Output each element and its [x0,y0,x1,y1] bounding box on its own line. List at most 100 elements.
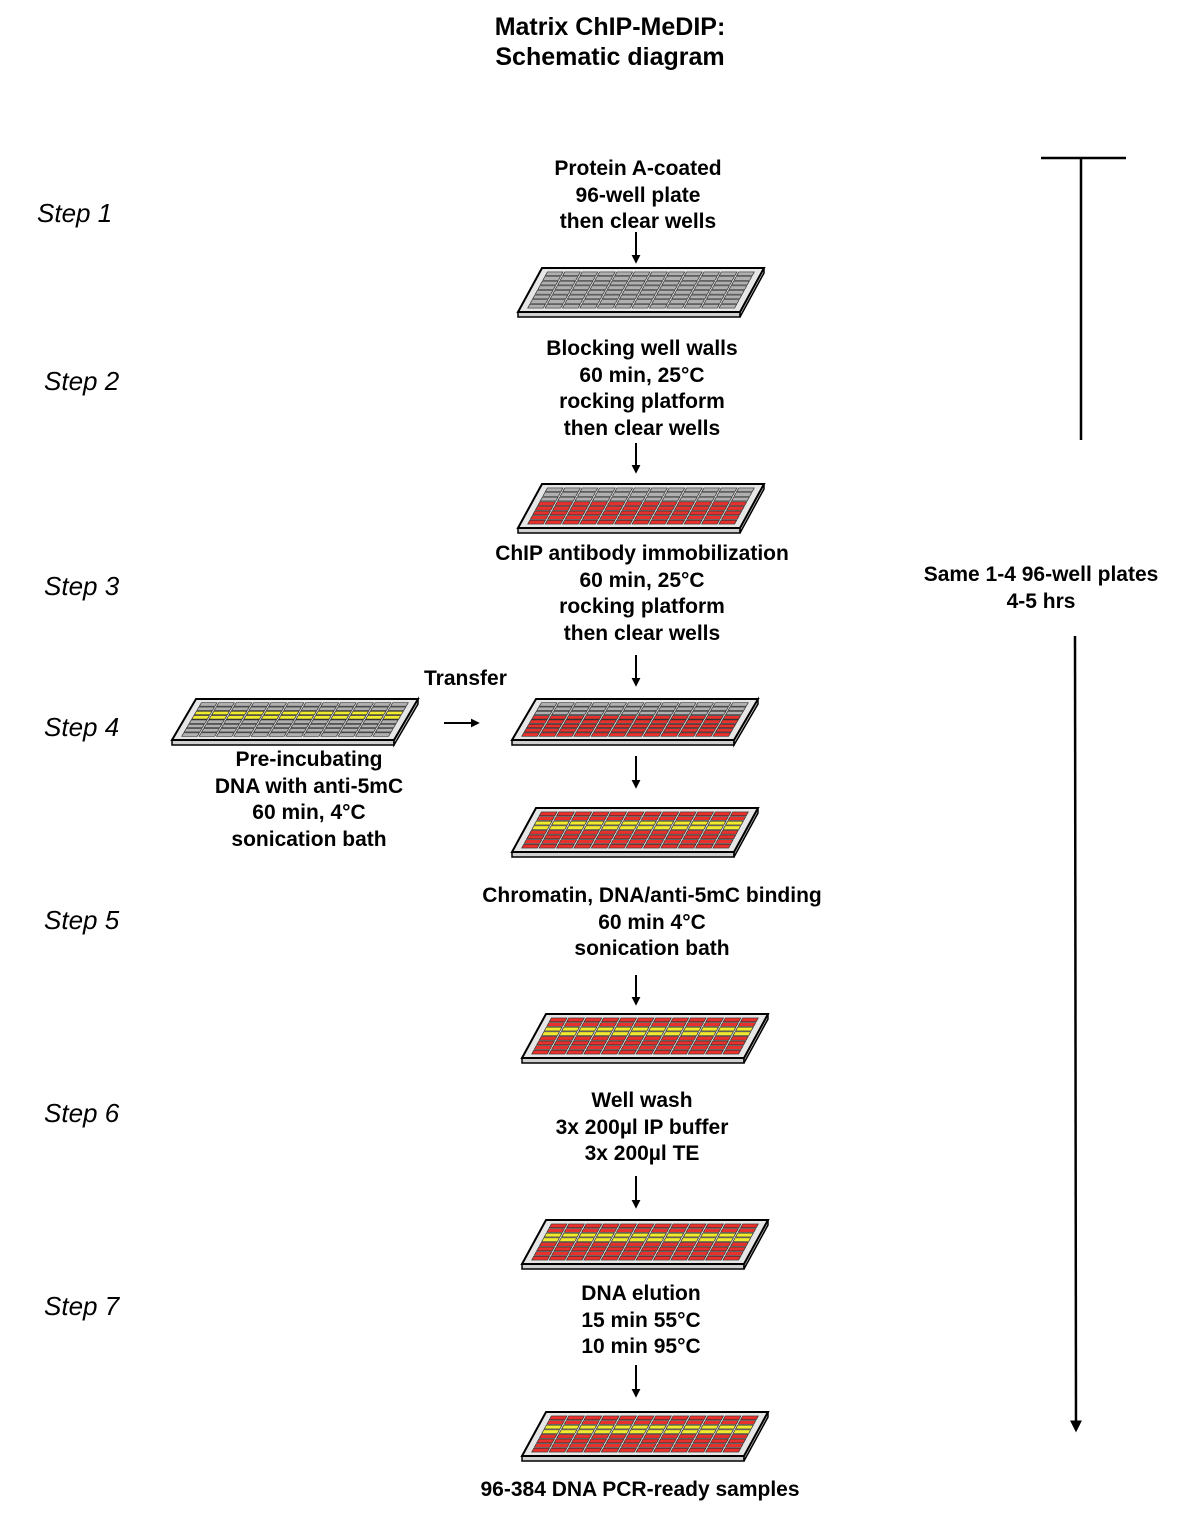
well [690,710,710,716]
well [635,1017,655,1023]
well [526,834,545,840]
well [568,710,588,716]
well [377,723,397,729]
well [538,702,558,707]
well [600,1255,620,1261]
well [526,723,546,729]
well [660,1242,680,1247]
well [713,280,733,286]
well [608,1036,628,1041]
well [548,1223,568,1229]
well [618,825,637,830]
well [732,1429,752,1434]
well [700,1026,720,1032]
well [710,1246,729,1252]
well [717,1424,737,1430]
well [652,825,672,830]
well [691,290,711,295]
well [661,280,681,286]
well [692,1040,712,1046]
final-output-label: 96-384 DNA PCR-ready samples [480,1478,800,1501]
well [696,496,716,502]
well [609,496,629,502]
well [692,1246,712,1252]
well [529,515,549,520]
well [325,723,345,729]
well [650,830,670,835]
well [233,732,253,737]
well [578,1026,598,1032]
well [578,1424,598,1430]
well [599,515,619,520]
well [663,276,683,281]
well [662,728,682,733]
well [698,276,718,281]
well [695,1242,715,1247]
well [332,710,352,716]
well [553,1040,573,1046]
well [560,834,580,840]
well [372,732,392,737]
well [590,702,610,707]
well [529,299,549,304]
well [220,723,240,729]
well [702,1022,722,1027]
well [561,519,581,525]
well [683,303,703,309]
well [665,834,685,840]
well [615,719,635,724]
well [719,719,739,724]
flow-arrows [444,232,641,1398]
well [620,1251,640,1256]
well [727,816,747,821]
well [521,843,540,849]
well [722,1415,742,1421]
well [600,825,620,830]
well [601,294,621,300]
well [625,702,645,707]
well [715,1031,734,1036]
well [642,732,662,737]
well [675,706,695,711]
well [657,1246,677,1252]
well [578,723,598,729]
well [670,715,690,720]
well [618,1049,637,1055]
title-line-2: Schematic diagram [495,43,725,71]
well [631,271,651,277]
well [585,1443,605,1448]
well [387,706,407,711]
well [536,1438,555,1444]
well [605,816,625,821]
well [663,492,683,497]
well [569,290,589,295]
well [712,1242,732,1247]
well [360,723,379,729]
well [533,1251,553,1256]
well [655,1045,675,1050]
well [591,280,611,286]
well [672,820,692,826]
step-3-line: 60 min, 25°C [579,568,705,592]
duration-label: Same 1-4 96-well plates 4-5 hrs [924,561,1159,615]
well [652,1447,672,1453]
well [624,501,643,506]
well [563,1228,583,1233]
well [682,834,702,840]
well [198,732,218,737]
well [701,303,720,309]
title-line-1: Matrix ChIP-MeDIP: [494,13,726,41]
well [724,1045,744,1050]
step-3-line: ChIP antibody immobilization [495,542,789,565]
well [527,303,546,309]
well [697,728,717,733]
well [737,1228,757,1233]
well [586,506,606,511]
well [600,1447,620,1453]
well [687,1223,707,1229]
well [625,732,645,737]
well [603,1443,623,1448]
well [565,1447,585,1453]
well [548,1447,568,1453]
well [596,519,616,525]
